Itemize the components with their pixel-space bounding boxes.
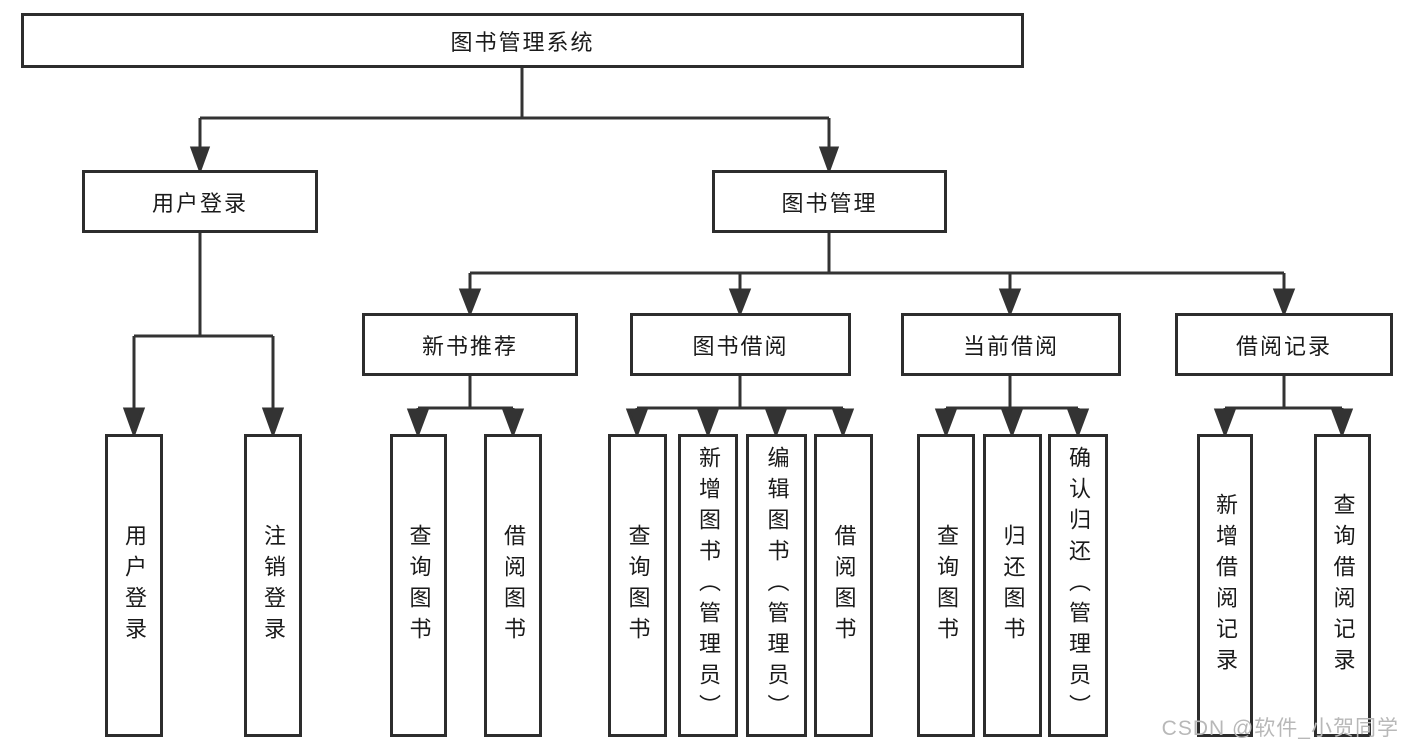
leaf-label: 确认归还（管理员）: [1066, 446, 1091, 725]
leaf-label: 新增借阅记录: [1213, 492, 1238, 679]
leaf-label: 新增图书（管理员）: [696, 446, 721, 725]
leaf-query-borrow-record: 查询借阅记录: [1314, 434, 1371, 737]
leaf-label: 借阅图书: [831, 523, 857, 648]
node-book-borrow: 图书借阅: [630, 313, 851, 376]
leaf-query-book-2: 查询图书: [608, 434, 667, 737]
csdn-watermark: CSDN @软件_小贺同学: [1161, 717, 1399, 740]
node-borrow-record: 借阅记录: [1175, 313, 1393, 376]
leaf-user-login: 用户登录: [105, 434, 163, 737]
leaf-label: 注销登录: [261, 523, 286, 648]
leaf-borrow-book-1: 借阅图书: [484, 434, 542, 737]
leaf-return-book: 归还图书: [983, 434, 1042, 737]
leaf-label: 编辑图书（管理员）: [764, 446, 790, 725]
leaf-label: 查询借阅记录: [1330, 492, 1356, 679]
leaf-edit-book-admin: 编辑图书（管理员）: [746, 434, 807, 737]
node-user-login: 用户登录: [82, 170, 318, 233]
leaf-add-borrow-record: 新增借阅记录: [1197, 434, 1253, 737]
node-book-management: 图书管理: [712, 170, 947, 233]
node-new-book-recommend: 新书推荐: [362, 313, 578, 376]
leaf-query-book-1: 查询图书: [390, 434, 447, 737]
leaf-label: 归还图书: [1000, 523, 1026, 648]
leaf-add-book-admin: 新增图书（管理员）: [678, 434, 738, 737]
leaf-label: 用户登录: [122, 523, 147, 648]
leaf-logout: 注销登录: [244, 434, 302, 737]
leaf-query-book-3: 查询图书: [917, 434, 975, 737]
leaf-borrow-book-2: 借阅图书: [814, 434, 873, 737]
leaf-confirm-return-admin: 确认归还（管理员）: [1048, 434, 1108, 737]
leaf-label: 查询图书: [934, 523, 959, 648]
leaf-label: 查询图书: [625, 523, 651, 648]
node-root: 图书管理系统: [21, 13, 1024, 68]
leaf-label: 借阅图书: [501, 523, 526, 648]
leaf-label: 查询图书: [406, 523, 432, 648]
node-current-borrow: 当前借阅: [901, 313, 1121, 376]
